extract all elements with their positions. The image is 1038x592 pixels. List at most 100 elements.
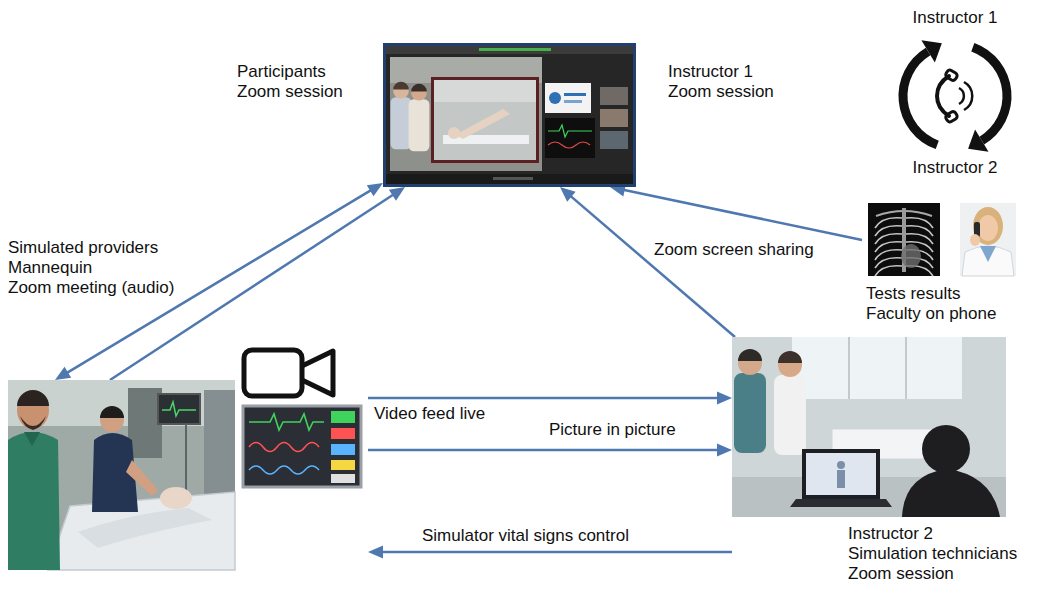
flow-arrow xyxy=(560,187,735,337)
arrow-line xyxy=(368,449,721,452)
arrow-head xyxy=(389,187,405,201)
illustration-shape xyxy=(448,127,460,139)
illustration-shape xyxy=(434,80,536,102)
arrow-head xyxy=(55,367,71,380)
illustration-shape xyxy=(600,109,628,127)
illustration-shape xyxy=(185,424,187,500)
illustration-shape xyxy=(545,83,591,113)
illustration-shape xyxy=(126,460,158,496)
illustration-shape xyxy=(78,508,212,548)
flow-arrow xyxy=(368,546,732,559)
monitor-value xyxy=(331,411,355,423)
illustration-shape xyxy=(493,177,533,180)
zoom-screen: Participants Zoom sessionInstructor 1 Zo… xyxy=(383,43,636,187)
illustration-shape xyxy=(734,373,766,453)
phone-icon: Instructor 1 Instructor 2 xyxy=(880,8,1032,180)
monitor-icon xyxy=(243,406,361,487)
illustration-shape xyxy=(971,43,1011,144)
pleth-wave xyxy=(249,466,319,474)
illustration-shape xyxy=(548,125,592,137)
flow-arrow xyxy=(610,184,862,240)
arrow-head xyxy=(367,183,383,196)
illustration-shape xyxy=(564,93,586,96)
illustration-shape xyxy=(875,266,902,276)
node-label: Participants Zoom session xyxy=(237,62,352,102)
illustration xyxy=(8,380,368,572)
arrow-head xyxy=(368,546,383,559)
illustration-shape xyxy=(158,394,200,424)
arrow-line xyxy=(568,194,735,337)
illustration-shape xyxy=(545,118,595,158)
arrow-line xyxy=(368,397,721,400)
flow-arrow xyxy=(368,444,732,457)
illustration-shape xyxy=(868,203,940,276)
illustration-shape xyxy=(848,337,850,399)
illustration-shape xyxy=(960,203,1016,276)
arrow-head xyxy=(560,187,576,202)
arrow-head xyxy=(717,444,732,457)
illustration-shape xyxy=(774,375,806,455)
illustration-shape xyxy=(732,337,1006,517)
illustration-shape xyxy=(922,425,970,473)
illustration-shape xyxy=(778,351,802,363)
illustration-shape xyxy=(393,82,409,90)
illustration-shape xyxy=(980,246,996,262)
illustration-shape xyxy=(20,416,46,430)
illustration-shape xyxy=(128,388,162,458)
illustration-shape xyxy=(600,87,628,105)
monitor-value xyxy=(331,474,355,483)
illustration-shape xyxy=(204,390,235,500)
edge-label: Picture in picture xyxy=(547,420,678,440)
illustration-shape xyxy=(945,111,959,123)
camera-lens xyxy=(302,351,333,395)
monitor-value xyxy=(331,428,355,439)
illustration-shape xyxy=(968,129,988,151)
illustration-shape xyxy=(806,453,876,495)
edge-label: Video feed live xyxy=(372,404,487,424)
illustration-shape xyxy=(970,234,980,246)
illustration-shape xyxy=(17,391,49,429)
illustration-shape xyxy=(978,215,998,241)
illustration-shape xyxy=(899,48,939,149)
illustration-shape xyxy=(383,43,636,187)
illustration-shape xyxy=(386,174,633,184)
illustration-shape xyxy=(959,88,964,104)
illustration-shape xyxy=(162,402,196,416)
illustration-shape xyxy=(738,349,762,361)
monitor-value xyxy=(331,444,355,455)
illustration-shape xyxy=(48,492,235,570)
edge-label: Zoom screen sharing xyxy=(652,240,816,260)
illustration-shape xyxy=(905,337,907,399)
illustration-shape xyxy=(899,40,1012,151)
edge-label: Simulator vital signs control xyxy=(420,526,631,546)
illustration-shape xyxy=(548,142,590,148)
illustration-shape xyxy=(902,469,1000,517)
arrow-line xyxy=(379,551,732,554)
illustration-shape xyxy=(391,97,412,149)
illustration-shape xyxy=(386,46,633,54)
pressure-wave xyxy=(249,443,319,452)
illustration-shape xyxy=(479,48,551,51)
illustration-shape xyxy=(386,46,633,184)
node-label: Instructor 1 xyxy=(880,8,1030,28)
illustration-shape xyxy=(837,461,845,469)
illustration-shape xyxy=(411,84,427,92)
illustration-shape xyxy=(8,380,235,570)
illustration-shape xyxy=(434,80,536,160)
node-label: Tests results Faculty on phone xyxy=(866,284,1006,324)
illustration-shape xyxy=(100,406,124,418)
node-label: Instructor 1 Zoom session xyxy=(668,62,780,102)
illustration-shape xyxy=(802,449,880,499)
illustration xyxy=(880,8,1030,178)
camera-body xyxy=(244,350,302,396)
illustration-shape xyxy=(17,390,49,406)
illustration-shape xyxy=(945,69,959,81)
node-label: Instructor 2 xyxy=(880,158,1030,178)
node-label: Instructor 2 Simulation technicians Zoom… xyxy=(848,524,1028,584)
simulation-room: Simulated providers Mannequin Zoom meeti… xyxy=(8,380,368,572)
monitor-frame xyxy=(243,406,361,487)
illustration-shape xyxy=(937,76,949,116)
illustration-shape xyxy=(8,432,60,570)
illustration-shape xyxy=(24,432,40,446)
